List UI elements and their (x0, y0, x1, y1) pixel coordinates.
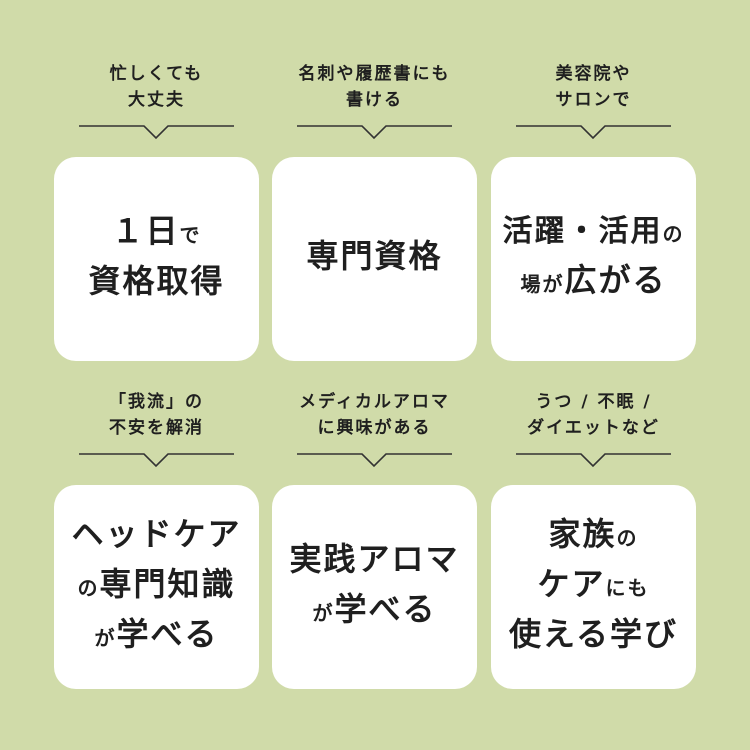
card-text: にも (605, 576, 650, 600)
down-pointer-icon (516, 453, 671, 468)
card-text: 専門知識 (99, 565, 236, 603)
down-pointer-icon (79, 453, 234, 468)
card-text: が (312, 601, 335, 625)
caption-line: 書ける (346, 90, 403, 110)
tile-caption: メディカルアロマ に興味がある (272, 385, 477, 445)
tile-card: 家族の ケアにも 使える学び (491, 485, 696, 689)
card-text: 学べる (116, 615, 219, 653)
caption-line: 忙しくても (109, 64, 204, 84)
card-text: 家族 (548, 515, 617, 553)
card-text: 場が (520, 272, 565, 296)
caption-line: 不安を解消 (109, 418, 204, 438)
down-pointer-icon (297, 125, 452, 140)
caption-line: 「我流」の (109, 392, 204, 412)
tile-card: ヘッドケア の専門知識 が学べる (54, 485, 259, 689)
card-text: 専門資格 (306, 237, 443, 275)
card-line: の専門知識 (77, 562, 235, 612)
card-line: ケアにも (537, 562, 649, 612)
tile-card: 実践アロマ が学べる (272, 485, 477, 689)
card-text: ヘッドケア (71, 515, 242, 553)
card-line: 活躍・活用の (503, 210, 685, 258)
card-line: 資格取得 (88, 259, 224, 309)
caption-line: 美容院や (555, 64, 632, 84)
tile-card: 活躍・活用の 場が広がる (491, 157, 696, 361)
card-line: が学べる (94, 612, 218, 662)
card-line: 実践アロマ (289, 537, 459, 587)
tile-card: 専門資格 (272, 157, 477, 361)
caption-line: サロンで (555, 90, 632, 110)
card-text: ケア (537, 565, 606, 603)
caption-line: メディカルアロマ (299, 392, 450, 412)
card-text: の (662, 222, 685, 246)
card-line: ヘッドケア (71, 512, 241, 562)
card-line: 家族の (548, 512, 638, 562)
card-text: 学べる (334, 590, 437, 628)
card-text: 広がる (564, 261, 667, 299)
card-text: １日 (111, 212, 180, 250)
card-text: 資格取得 (88, 262, 225, 300)
down-pointer-icon (79, 125, 234, 140)
caption-line: 名刺や履歴書にも (298, 64, 451, 84)
card-line: が学べる (312, 587, 436, 637)
card-text: 活躍・活用 (502, 214, 663, 249)
card-text: 使える学び (508, 615, 679, 653)
card-text: 実践アロマ (289, 540, 460, 578)
down-pointer-icon (297, 453, 452, 468)
caption-line: 大丈夫 (128, 90, 185, 110)
card-line: 場が広がる (520, 258, 666, 308)
tile-caption: 「我流」の 不安を解消 (54, 385, 259, 445)
caption-line: うつ / 不眠 / (535, 392, 652, 412)
card-line: １日で (111, 209, 201, 259)
card-text: の (616, 526, 639, 550)
tile-caption: うつ / 不眠 / ダイエットなど (491, 385, 696, 445)
card-line: 使える学び (509, 612, 678, 662)
tile-caption: 忙しくても 大丈夫 (54, 57, 259, 117)
card-text: が (94, 626, 117, 650)
caption-line: に興味がある (317, 418, 432, 438)
card-line: 専門資格 (306, 234, 442, 284)
down-pointer-icon (516, 125, 671, 140)
tile-card: １日で 資格取得 (54, 157, 259, 361)
card-text: で (179, 223, 202, 247)
card-text: の (77, 576, 100, 600)
caption-line: ダイエットなど (527, 418, 660, 438)
tile-caption: 名刺や履歴書にも 書ける (272, 57, 477, 117)
tile-caption: 美容院や サロンで (491, 57, 696, 117)
